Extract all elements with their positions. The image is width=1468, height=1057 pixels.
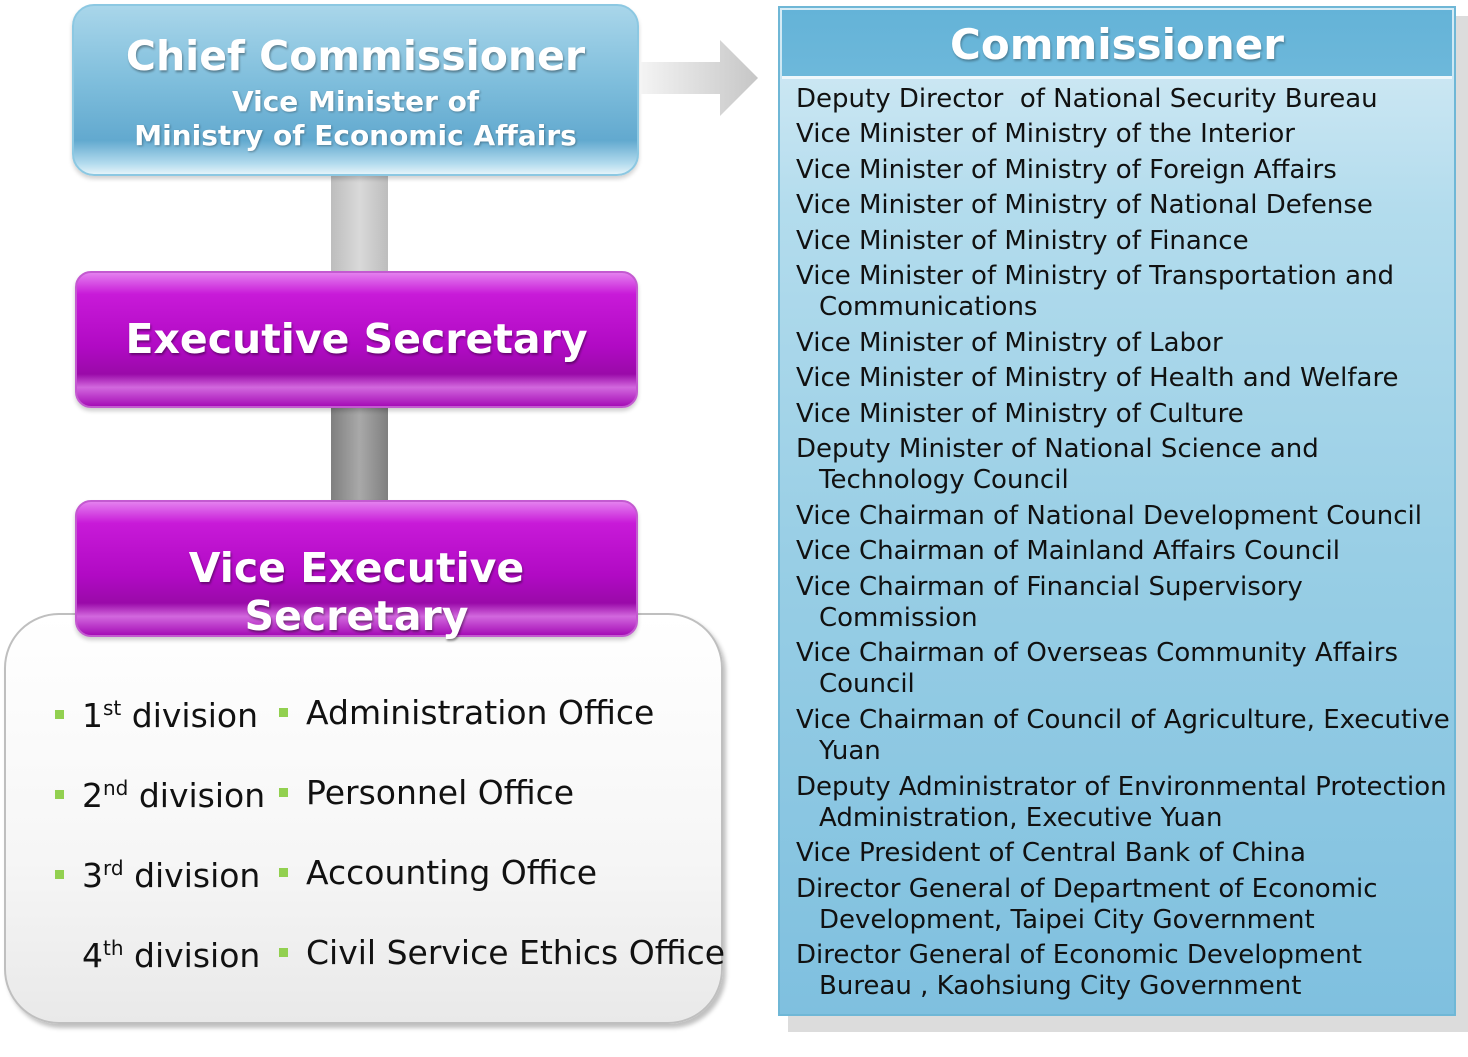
bullet-icon: [279, 948, 288, 957]
connector-chief-to-executive: [331, 176, 388, 274]
commissioner-member: Vice President of Central Bank of China: [796, 838, 1306, 868]
commissioner-member-continuation: Development, Taipei City Government: [819, 905, 1315, 935]
chief-commissioner-sub1: Vice Minister of: [231, 85, 480, 118]
bullet-icon: [55, 870, 64, 879]
connector-executive-to-vice: [331, 406, 388, 504]
commissioner-member: Vice Chairman of National Development Co…: [796, 501, 1423, 531]
division-4: 4th division: [82, 936, 261, 975]
commissioner-member-continuation: Yuan: [819, 736, 881, 766]
bullet-icon: [55, 790, 64, 799]
commissioner-member: Vice Chairman of Overseas Community Affa…: [796, 638, 1398, 668]
commissioner-member: Deputy Minister of National Science and: [796, 434, 1319, 464]
executive-secretary-label: Executive Secretary: [125, 315, 588, 363]
commissioner-member: Vice Chairman of Financial Supervisory: [796, 572, 1303, 602]
commissioner-member-continuation: Bureau , Kaohsiung City Government: [819, 971, 1302, 1001]
commissioner-member-continuation: Communications: [819, 292, 1038, 322]
bullet-icon: [279, 868, 288, 877]
commissioner-member: Vice Minister of Ministry of Transportat…: [796, 261, 1395, 291]
division-2: 2nd division: [82, 776, 266, 815]
commissioner-member: Vice Minister of Ministry of National De…: [796, 190, 1373, 220]
commissioner-member: Director General of Department of Econom…: [796, 874, 1378, 904]
commissioner-member: Vice Minister of Ministry of the Interio…: [796, 119, 1295, 149]
office-administration: Administration Office: [306, 693, 655, 732]
commissioner-member: Vice Minister of Ministry of Labor: [796, 328, 1223, 358]
commissioner-member-continuation: Technology Council: [819, 465, 1069, 495]
vice-executive-secretary-box: Vice Executive Secretary: [75, 500, 638, 640]
commissioner-panel: Commissioner Deputy Director of National…: [778, 6, 1456, 1016]
commissioner-header: Commissioner: [782, 10, 1452, 79]
office-civil-service-ethics: Civil Service Ethics Office: [306, 933, 726, 972]
commissioner-member: Vice Chairman of Mainland Affairs Counci…: [796, 536, 1340, 566]
chief-commissioner-title: Chief Commissioner: [125, 32, 586, 80]
divisions-box: 1st division 2nd division 3rd division 4…: [4, 613, 726, 1024]
commissioner-member: Deputy Administrator of Environmental Pr…: [796, 772, 1447, 802]
commissioner-member: Vice Minister of Ministry of Foreign Aff…: [796, 155, 1337, 185]
commissioner-member-continuation: Administration, Executive Yuan: [819, 803, 1223, 833]
commissioner-member: Vice Chairman of Council of Agriculture,…: [796, 705, 1450, 735]
commissioner-member: Director General of Economic Development: [796, 940, 1362, 970]
division-3: 3rd division: [82, 856, 261, 895]
commissioner-member: Vice Minister of Ministry of Health and …: [796, 363, 1399, 393]
executive-secretary-box: Executive Secretary: [75, 271, 638, 408]
commissioner-member: Vice Minister of Ministry of Culture: [796, 399, 1244, 429]
chief-commissioner-box: Chief Commissioner Vice Minister of Mini…: [72, 4, 639, 176]
bullet-icon: [279, 788, 288, 797]
office-personnel: Personnel Office: [306, 773, 575, 812]
right-arrow-icon: [640, 40, 758, 116]
chief-commissioner-sub2: Ministry of Economic Affairs: [134, 119, 577, 152]
commissioner-member-continuation: Council: [819, 669, 915, 699]
commissioner-member-continuation: Commission: [819, 603, 978, 633]
commissioner-title: Commissioner: [950, 20, 1284, 69]
bullet-icon: [279, 708, 288, 717]
division-1: 1st division: [82, 696, 259, 735]
bullet-icon: [55, 710, 64, 719]
commissioner-member: Deputy Director of National Security Bur…: [796, 84, 1378, 114]
commissioner-member: Vice Minister of Ministry of Finance: [796, 226, 1249, 256]
office-accounting: Accounting Office: [306, 853, 598, 892]
vice-executive-secretary-label: Vice Executive Secretary: [188, 544, 525, 640]
